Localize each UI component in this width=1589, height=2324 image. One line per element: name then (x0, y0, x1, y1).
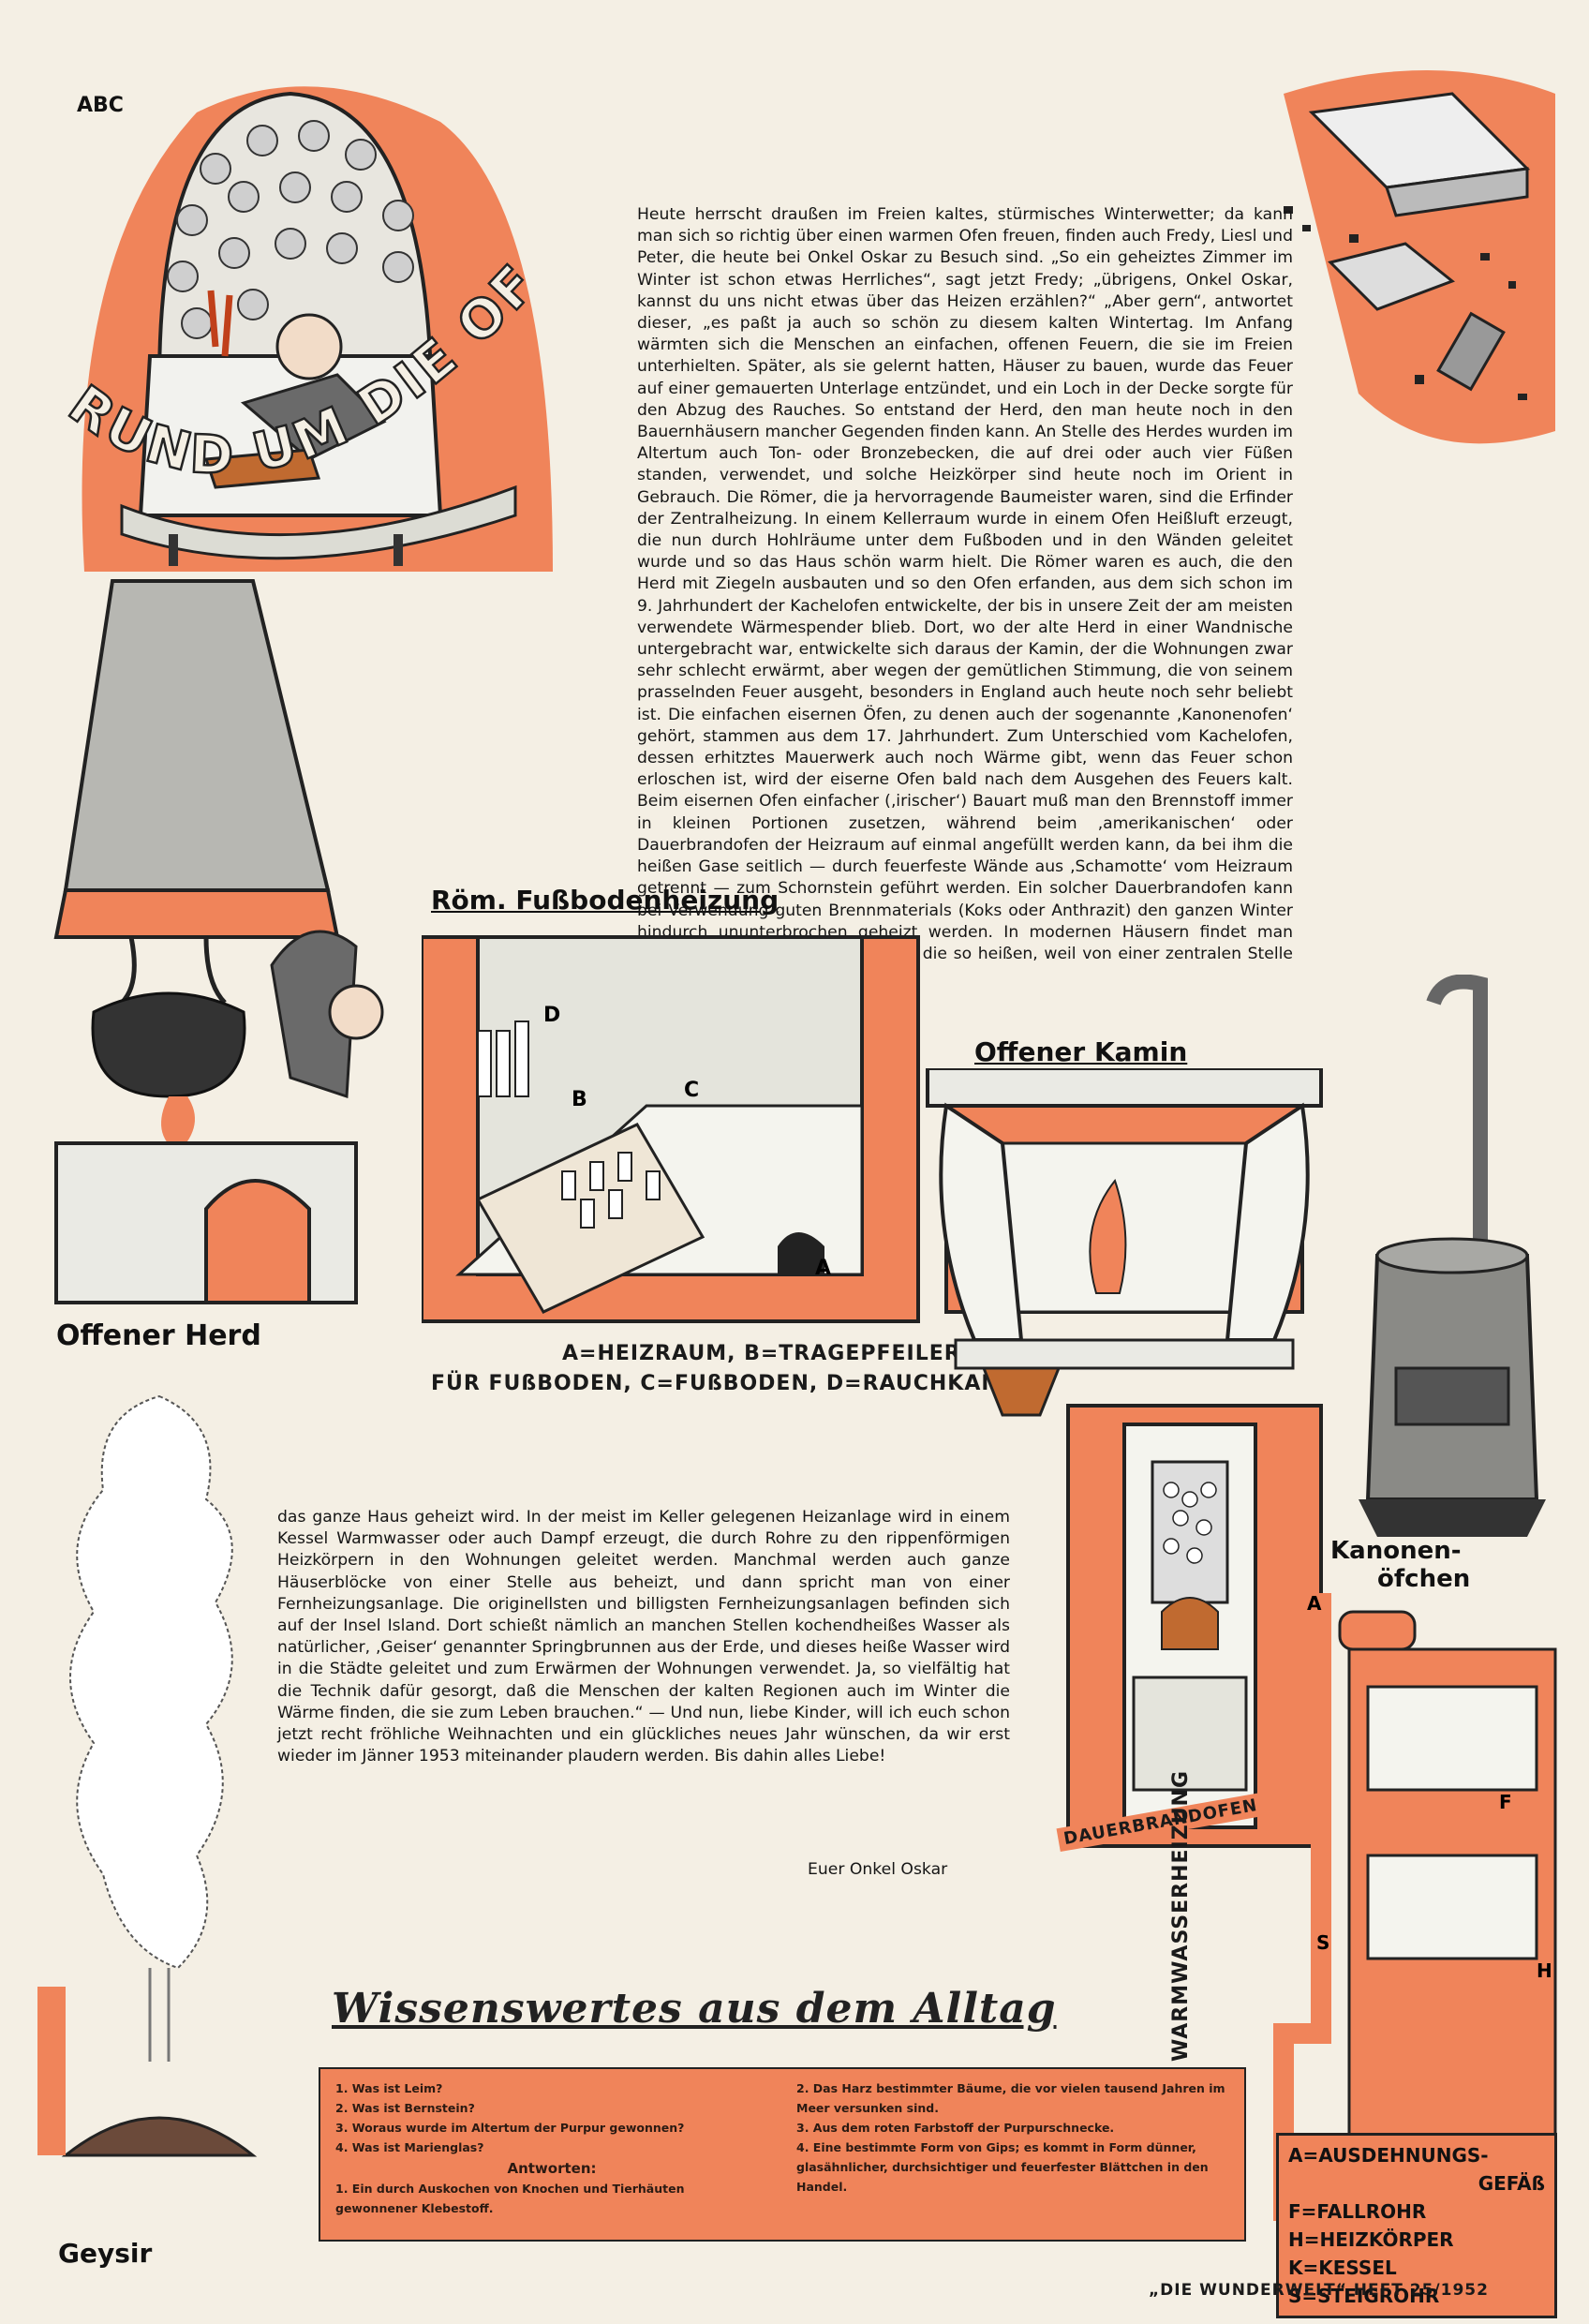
article-signature: Euer Onkel Oskar (808, 1860, 948, 1879)
roman-heating-illustration: D B C A (422, 935, 920, 1323)
letter-h: H (1537, 1959, 1552, 1982)
heating-legend-line-5: K=KESSEL S=STEIGROHR (1288, 2257, 1440, 2307)
coal-illustration (1284, 70, 1555, 444)
letter-a-heating: A (1307, 1592, 1322, 1615)
quiz-answer-1: 1. Ein durch Auskochen von Knochen und T… (335, 2182, 685, 2215)
hearth-illustration (53, 579, 384, 1304)
caption-hearth: Offener Herd (56, 1319, 261, 1352)
article-paragraph-2: das ganze Haus geheizt wird. In der meis… (277, 1508, 1010, 1766)
publisher-mark: ABC (77, 94, 124, 117)
caption-fireplace: Offener Kamin (974, 1036, 1188, 1067)
cannon-stove-illustration (1359, 975, 1546, 1537)
caption-cannon-stove-2: öfchen (1377, 1565, 1471, 1593)
quiz-question-3: 3. Woraus wurde im Altertum der Purpur g… (335, 2121, 685, 2135)
arched-title: RUND UM DIE OFENBANK (37, 225, 550, 488)
geyser-illustration (37, 1394, 258, 2157)
heating-legend-line-3: F=FALLROHR (1288, 2200, 1427, 2223)
roman-legend-line-1: A=HEIZRAUM, B=TRAGEPFEILER (562, 1342, 961, 1365)
fireplace-illustration (926, 1068, 1323, 1417)
letter-s: S (1316, 1931, 1329, 1954)
letter-b: B (572, 1088, 587, 1111)
quiz-right-column: 2. Das Harz bestimmter Bäume, die vor vi… (796, 2078, 1229, 2230)
quiz-question-2: 2. Was ist Bernstein? (335, 2101, 475, 2115)
roman-legend-line-2: FÜR FUßBODEN, C=FUßBODEN, D=RAUCHKAMINE (431, 1372, 1045, 1395)
quiz-answer-2: 2. Das Harz bestimmter Bäume, die vor vi… (796, 2081, 1225, 2115)
quiz-box: 1. Was ist Leim? 2. Was ist Bernstein? 3… (319, 2067, 1246, 2242)
arch-title-text: RUND UM DIE OFENBANK (37, 225, 547, 488)
caption-geyser: Geysir (58, 2238, 153, 2269)
caption-cannon-stove-1: Kanonen- (1330, 1537, 1462, 1565)
quiz-question-1: 1. Was ist Leim? (335, 2081, 443, 2095)
caption-hot-water-heating: WARMWASSERHEIZUNG (1169, 1769, 1193, 2062)
article-block-1: Heute herrscht draußen im Freien kaltes,… (637, 204, 1293, 985)
letter-c: C (684, 1079, 699, 1102)
article-paragraph-1: Heute herrscht draußen im Freien kaltes,… (637, 205, 1293, 985)
letter-f: F (1499, 1791, 1512, 1813)
caption-roman-heating: Röm. Fußbodenheizung (431, 885, 780, 916)
heating-legend-line-2: GEFÄß (1478, 2172, 1545, 2195)
quiz-answer-3: 3. Aus dem roten Farbstoff der Purpursch… (796, 2121, 1115, 2135)
heating-legend-line-1: A=AUSDEHNUNGS- (1288, 2144, 1489, 2167)
svg-text:RUND UM DIE OFENBANK: RUND UM DIE OFENBANK (37, 225, 550, 487)
heating-legend-line-4: H=HEIZKÖRPER (1288, 2228, 1454, 2251)
quiz-question-4: 4. Was ist Marienglas? (335, 2140, 484, 2154)
letter-d: D (543, 1004, 560, 1027)
quiz-answers-title: Antworten: (507, 2160, 597, 2177)
letter-a: A (815, 1257, 831, 1280)
quiz-headline: Wissenswertes aus dem Alltag (332, 1985, 1057, 2033)
article-block-2: das ganze Haus geheizt wird. In der meis… (277, 1507, 1010, 1767)
quiz-left-column: 1. Was ist Leim? 2. Was ist Bernstein? 3… (335, 2078, 768, 2230)
continuous-stove-illustration (1066, 1404, 1323, 1848)
footer-issue: „DIE WUNDERWELT“ HEFT 25/1952 (1149, 2281, 1489, 2300)
heating-legend: A=AUSDEHNUNGS- GEFÄß F=FALLROHR H=HEIZKÖ… (1276, 2133, 1557, 2318)
quiz-answer-4: 4. Eine bestimmte Form von Gips; es komm… (796, 2140, 1209, 2194)
ofenbank-illustration (82, 86, 553, 573)
